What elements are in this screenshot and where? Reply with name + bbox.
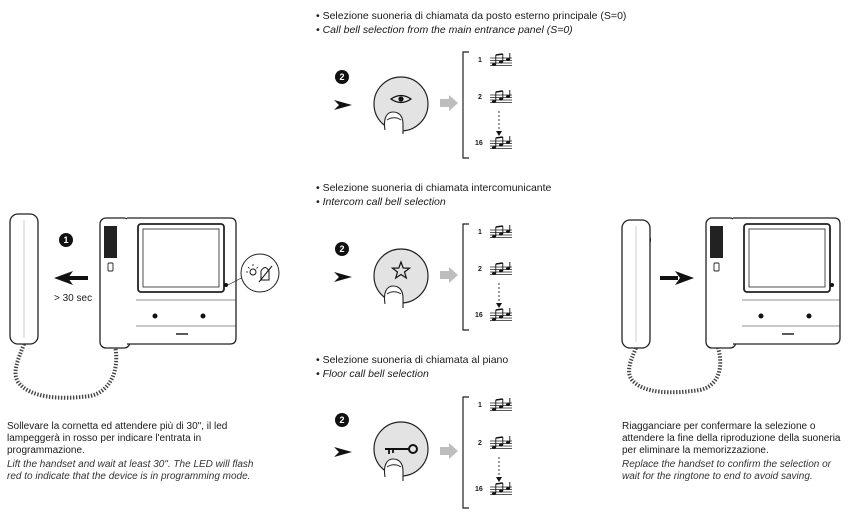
melody-icon — [489, 52, 513, 67]
tone-label: 16 — [475, 312, 483, 319]
down-arrow-icon — [496, 477, 502, 482]
section-3-heading-en: • Floor call bell selection — [316, 368, 429, 380]
melody-icon — [489, 261, 513, 276]
tone-bracket — [462, 396, 469, 509]
hang-up-arrow-icon — [660, 271, 694, 285]
section-1-heading-en: • Call bell selection from the main entr… — [316, 24, 573, 36]
melody-icon — [489, 224, 513, 239]
arrow-icon — [334, 447, 352, 457]
tone-label: 1 — [478, 402, 482, 409]
led-flash-icon — [246, 264, 259, 276]
right-description-it: Riagganciare per confermare la selezione… — [622, 421, 841, 456]
section-3-heading: • Selezione suoneria di chiamata al pian… — [316, 353, 508, 381]
section-2-heading: • Selezione suoneria di chiamata interco… — [316, 181, 551, 209]
right-description: Riagganciare per confermare la selezione… — [622, 421, 850, 483]
call-button[interactable] — [373, 421, 429, 482]
down-arrow-icon — [496, 131, 502, 136]
left-description-it: Sollevare la cornetta ed attendere più d… — [7, 421, 228, 456]
step-1-badge: 1 — [59, 233, 73, 247]
key-icon — [385, 444, 418, 454]
tone-label: 1 — [478, 229, 482, 236]
tone-label: 2 — [478, 94, 482, 101]
intercom-monitor — [99, 217, 237, 349]
down-arrow-icon — [496, 303, 502, 308]
melody-icon — [489, 435, 513, 450]
coiled-cord — [627, 347, 723, 395]
section-3-heading-it: • Selezione suoneria di chiamata al pian… — [316, 354, 509, 366]
lift-arrow-icon — [54, 271, 88, 285]
coiled-cord — [13, 343, 119, 400]
led-blink-callout — [227, 253, 280, 293]
wait-time-label: > 30 sec — [54, 293, 93, 304]
section-2-heading-en: • Intercom call bell selection — [316, 196, 446, 208]
tone-bracket — [462, 51, 469, 159]
right-description-en: Replace the handset to confirm the selec… — [622, 459, 832, 482]
step-2-badge: 2 — [335, 70, 349, 84]
tone-label: 2 — [478, 440, 482, 447]
tone-label: 2 — [478, 266, 482, 273]
melody-icon — [489, 89, 513, 104]
left-description: Sollevare la cornetta ed attendere più d… — [7, 421, 267, 483]
next-arrow-icon — [440, 443, 458, 459]
tone-label: 1 — [478, 57, 482, 64]
left-description-en: Lift the handset and wait at least 30". … — [7, 459, 254, 482]
eye-icon — [389, 94, 413, 104]
next-arrow-icon — [440, 95, 458, 111]
arrow-icon — [334, 100, 352, 110]
tone-bracket — [462, 223, 469, 331]
tone-label: 16 — [475, 140, 483, 147]
section-1-heading-it: • Selezione suoneria di chiamata da post… — [316, 10, 627, 22]
tone-label: 16 — [475, 486, 483, 493]
handset-lifted — [9, 213, 39, 345]
star-icon — [390, 260, 412, 280]
section-1-heading: • Selezione suoneria di chiamata da post… — [316, 9, 626, 37]
call-button[interactable] — [373, 248, 429, 309]
call-button[interactable] — [373, 76, 429, 135]
step-2-badge: 2 — [335, 413, 349, 427]
intercom-monitor — [705, 217, 841, 349]
melody-icon — [489, 135, 513, 150]
bell-mute-icon — [258, 265, 273, 283]
arrow-icon — [334, 272, 352, 282]
step-2-badge: 2 — [335, 242, 349, 256]
section-2-heading-it: • Selezione suoneria di chiamata interco… — [316, 182, 552, 194]
handset-replaced — [621, 219, 651, 349]
melody-icon — [489, 307, 513, 322]
next-arrow-icon — [440, 267, 458, 283]
melody-icon — [489, 481, 513, 496]
melody-icon — [489, 397, 513, 412]
